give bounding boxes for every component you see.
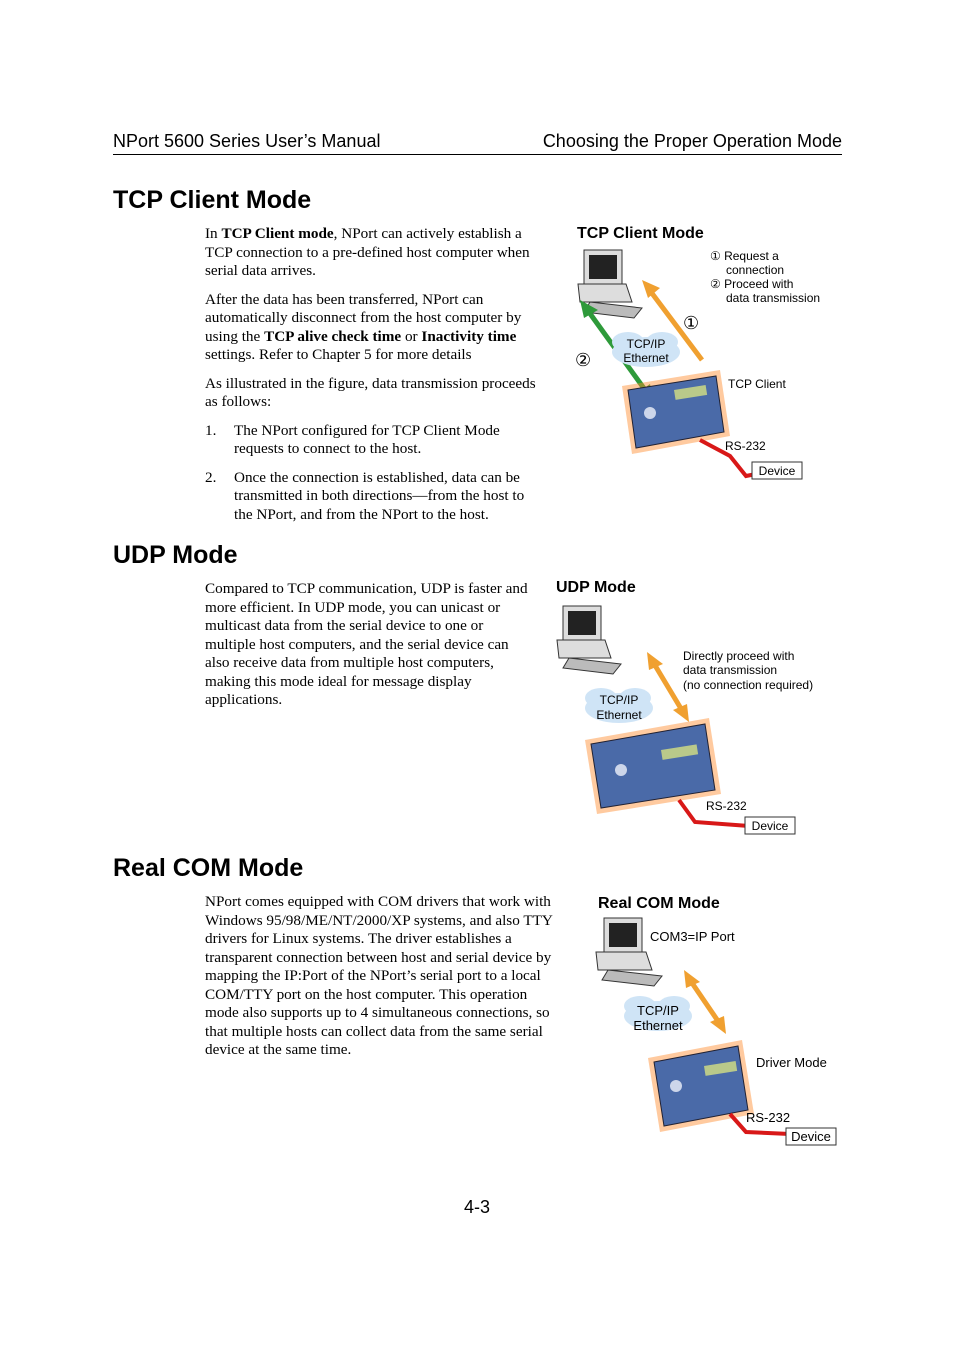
svg-text:data transmission: data transmission: [683, 663, 777, 677]
svg-text:Ethernet: Ethernet: [623, 351, 669, 365]
serial-cable: [677, 798, 750, 828]
tcp-paragraph-1: In TCP Client mode, NPort can actively e…: [205, 225, 530, 279]
nport-device-icon: [648, 1040, 754, 1132]
svg-text:Device: Device: [791, 1129, 831, 1144]
svg-text:TCP Client: TCP Client: [728, 377, 786, 391]
svg-text:Directly proceed with: Directly proceed with: [683, 649, 794, 663]
real-com-text: NPort comes equipped with COM drivers th…: [205, 893, 555, 1070]
svg-text:Ethernet: Ethernet: [633, 1018, 683, 1033]
svg-text:RS-232: RS-232: [725, 439, 766, 453]
ethernet-cloud-icon: TCP/IP Ethernet: [585, 688, 653, 723]
bidirectional-arrow-icon: [684, 970, 726, 1034]
section-heading-tcp-client: TCP Client Mode: [113, 186, 312, 214]
udp-paragraph-1: Compared to TCP communication, UDP is fa…: [205, 580, 528, 708]
svg-text:TCP/IP: TCP/IP: [627, 337, 666, 351]
svg-text:RS-232: RS-232: [706, 799, 747, 813]
page-number: 4-3: [463, 1197, 490, 1217]
bidirectional-arrow-icon: [647, 652, 689, 722]
svg-text:① Request a: ① Request a: [710, 249, 779, 263]
real-com-mode-figure: Real COM Mode COM3=IP Port TCP/IP Ethern…: [595, 895, 837, 1146]
svg-text:Driver Mode: Driver Mode: [756, 1055, 827, 1070]
svg-text:(no connection required): (no connection required): [683, 678, 813, 692]
figure-title: TCP Client Mode: [577, 225, 704, 242]
tcp-client-mode-figure: TCP Client Mode ① Request a connection ②…: [575, 225, 820, 480]
list-item: 1.The NPort configured for TCP Client Mo…: [205, 421, 500, 458]
udp-mode-figure: UDP Mode Directly proceed with data tran…: [556, 579, 813, 835]
svg-text:data transmission: data transmission: [726, 291, 820, 305]
header-chapter-title: Choosing the Proper Operation Mode: [542, 131, 842, 151]
host-computer-icon: [556, 605, 622, 675]
list-item: 2.Once the connection is established, da…: [205, 468, 525, 523]
request-arrow-icon: [642, 280, 704, 362]
header-manual-title: NPort 5600 Series User’s Manual: [113, 131, 381, 151]
svg-text:Device: Device: [759, 464, 796, 478]
serial-device-box: [744, 816, 796, 835]
marker-two: ②: [575, 350, 591, 370]
host-computer-icon: [577, 249, 643, 319]
tcp-paragraph-2: After the data has been transferred, NPo…: [205, 290, 522, 364]
section-heading-udp: UDP Mode: [113, 541, 238, 569]
serial-device-box: [751, 461, 803, 480]
svg-text:TCP/IP: TCP/IP: [600, 693, 639, 707]
svg-text:COM3=IP Port: COM3=IP Port: [650, 929, 735, 944]
svg-text:connection: connection: [726, 263, 784, 277]
ethernet-cloud-icon: TCP/IP Ethernet: [624, 996, 692, 1033]
svg-text:RS-232: RS-232: [746, 1110, 790, 1125]
host-computer-icon: [595, 917, 663, 987]
marker-one: ①: [683, 313, 699, 333]
svg-text:Device: Device: [752, 819, 789, 833]
section-heading-real-com: Real COM Mode: [113, 854, 304, 882]
nport-device-icon: [622, 370, 730, 454]
serial-cable: [699, 438, 757, 479]
svg-text:TCP/IP: TCP/IP: [637, 1003, 679, 1018]
svg-text:Ethernet: Ethernet: [596, 708, 642, 722]
udp-text: Compared to TCP communication, UDP is fa…: [205, 580, 530, 720]
nport-device-icon: [585, 718, 721, 814]
realcom-paragraph-1: NPort comes equipped with COM drivers th…: [205, 893, 553, 1058]
svg-text:② Proceed with: ② Proceed with: [710, 277, 793, 291]
tcp-paragraph-3: As illustrated in the figure, data trans…: [205, 374, 536, 411]
tcp-client-text: In TCP Client mode, NPort can actively e…: [205, 225, 545, 534]
serial-device-box: [785, 1127, 837, 1146]
figure-title: Real COM Mode: [598, 895, 720, 912]
figure-title: UDP Mode: [556, 579, 636, 596]
running-header: NPort 5600 Series User’s Manual Choosing…: [113, 130, 842, 155]
ethernet-cloud-icon: TCP/IP Ethernet: [612, 332, 680, 367]
serial-cable: [728, 1112, 791, 1136]
tcp-steps-list: 1.The NPort configured for TCP Client Mo…: [205, 422, 545, 525]
